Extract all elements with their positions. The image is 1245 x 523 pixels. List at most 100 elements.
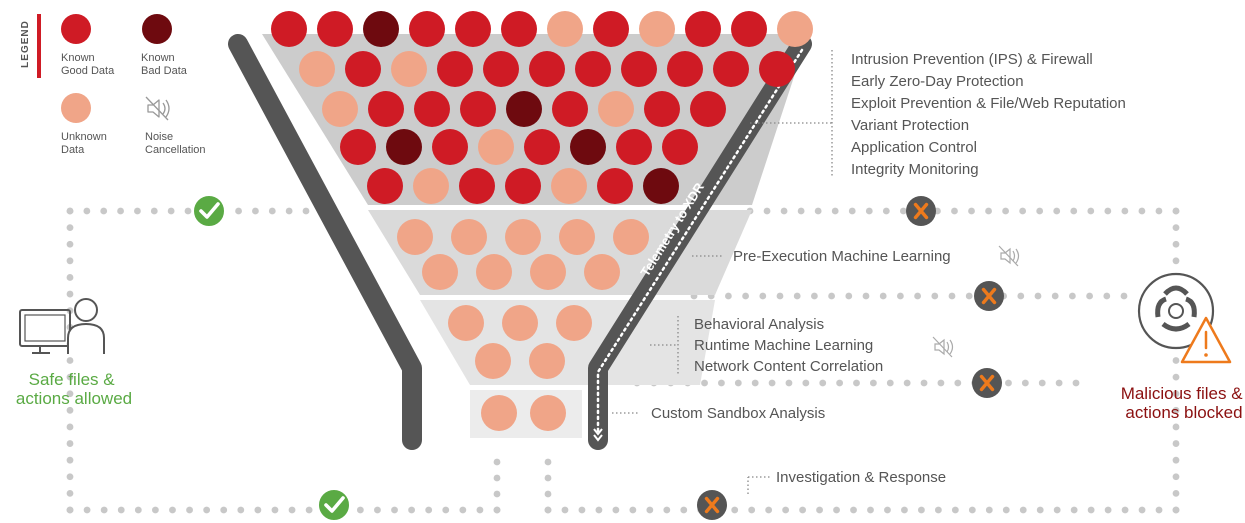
data-circle-unknown: [481, 395, 517, 431]
path-dot: [948, 292, 956, 300]
data-circle-bad: [386, 129, 422, 165]
path-dot: [1070, 207, 1078, 215]
path-dot: [544, 458, 552, 466]
path-dot: [595, 506, 603, 514]
data-circle-good: [621, 51, 657, 87]
data-circle-bad: [570, 129, 606, 165]
telemetry-arrow-icon-2: [593, 434, 603, 442]
path-dot: [862, 292, 870, 300]
path-dot: [1069, 292, 1076, 300]
path-dot: [931, 292, 939, 300]
x-icon: [697, 490, 727, 520]
path-dot: [965, 292, 973, 300]
path-dot: [899, 207, 907, 215]
path-dot: [954, 379, 962, 387]
path-dot: [203, 506, 211, 514]
path-dot: [66, 290, 74, 298]
data-circle-good: [593, 11, 629, 47]
path-dot: [152, 506, 159, 514]
path-dot: [66, 423, 74, 431]
path-dot: [252, 207, 259, 215]
data-circle-good: [529, 51, 565, 87]
data-circle-unknown: [530, 254, 566, 290]
path-dot: [845, 292, 853, 300]
path-dot: [288, 506, 296, 514]
path-dot: [302, 207, 310, 215]
path-dot: [150, 207, 158, 215]
check-icon: [317, 488, 351, 522]
path-dot: [544, 474, 552, 482]
legend-title: LEGEND: [20, 20, 31, 68]
safe-outcome-line1: Safe files &: [29, 370, 116, 389]
path-dot: [186, 506, 193, 514]
path-dot: [408, 506, 415, 514]
path-dot: [819, 379, 827, 387]
path-dot: [1172, 357, 1180, 364]
data-circle-good: [505, 168, 541, 204]
funnel-left-rail: [228, 34, 422, 450]
path-dot: [680, 506, 688, 514]
path-dot: [951, 506, 959, 514]
path-dot: [1002, 506, 1010, 514]
path-dot: [1172, 506, 1180, 514]
data-circle-unknown: [613, 219, 649, 255]
path-dot: [903, 379, 911, 387]
path-dot: [1051, 292, 1059, 300]
path-dot: [544, 490, 552, 498]
path-dot: [1036, 506, 1044, 514]
layer-1-connector: [750, 50, 833, 178]
path-dot: [66, 489, 74, 497]
legend-known-bad-line2: Bad Data: [141, 65, 188, 77]
path-dot: [66, 257, 74, 265]
path-dot: [1138, 506, 1146, 514]
path-dot: [285, 207, 293, 215]
data-circle-unknown: [530, 395, 566, 431]
path-dot: [802, 379, 810, 387]
layer1-label-1: Intrusion Prevention (IPS) & Firewall: [851, 51, 1093, 68]
data-circle-good: [575, 51, 611, 87]
path-dot: [884, 506, 891, 514]
path-dot: [968, 506, 976, 514]
path-dot: [1172, 489, 1180, 497]
path-dot: [1034, 292, 1042, 300]
path-dot: [1172, 373, 1180, 381]
data-circle-unknown: [598, 91, 634, 127]
path-dot: [1103, 292, 1111, 300]
path-dot: [765, 506, 773, 514]
legend-known-bad-swatch: [142, 14, 172, 44]
data-circle-unknown: [547, 11, 583, 47]
path-dot: [850, 506, 857, 514]
path-dot: [268, 207, 276, 215]
path-dot: [918, 506, 925, 514]
legend-noise-line1: Noise: [145, 131, 173, 143]
path-dot: [100, 207, 108, 215]
layer-3-connector: [650, 316, 679, 374]
path-dot: [374, 506, 381, 514]
path-dot: [1017, 292, 1025, 300]
path-dot: [901, 506, 908, 514]
path-dot: [544, 506, 552, 514]
path-dot: [1172, 406, 1180, 414]
path-dot: [83, 506, 91, 514]
data-circle-unknown: [584, 254, 620, 290]
legend-known-good-swatch: [61, 14, 91, 44]
data-circle-good: [414, 91, 450, 127]
path-dot: [629, 506, 637, 514]
path-dot: [66, 456, 74, 464]
data-circle-good: [368, 91, 404, 127]
path-dot: [134, 506, 142, 514]
path-dot: [776, 292, 784, 300]
status-markers: [192, 194, 1004, 522]
user-computer-icon: [19, 298, 105, 354]
path-dot: [797, 207, 805, 215]
path-dot: [748, 506, 756, 514]
data-circle-good: [731, 11, 767, 47]
data-circle-good: [524, 129, 560, 165]
layer3-label-3: Network Content Correlation: [694, 358, 883, 375]
legend-known-good-line1: Known: [61, 52, 95, 64]
data-circle-unknown: [777, 11, 813, 47]
data-circle-good: [759, 51, 795, 87]
speaker-muted-icon: [932, 336, 954, 358]
legend-noise-label: Noise Cancellation: [145, 131, 206, 156]
